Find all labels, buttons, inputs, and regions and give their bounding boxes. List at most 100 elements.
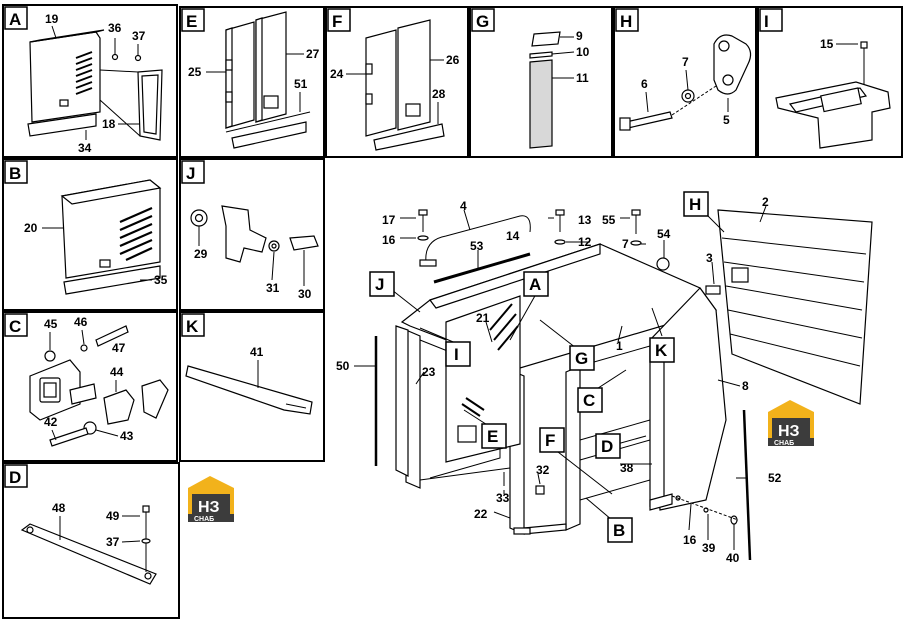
part-number: 30 (298, 287, 312, 301)
part-number: 51 (294, 77, 308, 91)
part-number: 29 (194, 247, 208, 261)
callout-letter: I (454, 345, 459, 364)
part-number: 37 (132, 29, 146, 43)
part-number: 6 (641, 77, 648, 91)
callout-letter: G (575, 349, 588, 368)
panel-B: B 20 35 (2, 158, 178, 311)
panel-C: C 45 46 47 44 42 43 (2, 311, 178, 462)
logo-bottom-text: СНАБ (774, 440, 794, 447)
panel-letter: A (9, 10, 21, 29)
part-number: 28 (432, 87, 446, 101)
part-number: 36 (108, 21, 122, 35)
part-number: 49 (106, 509, 120, 523)
callout-box: B (607, 517, 633, 543)
part-number: 11 (576, 71, 589, 85)
callout-box: A (523, 271, 549, 297)
panel-letter: G (476, 12, 489, 31)
part-number: 4 (460, 199, 467, 213)
part-number: 16 (683, 533, 697, 547)
callout-box: H (683, 191, 709, 217)
panel-H: H 6 7 5 (613, 6, 757, 158)
part-number: 47 (112, 341, 126, 355)
part-number: 34 (78, 141, 92, 155)
part-number: 5 (723, 113, 730, 127)
logo-top-text: НЗ (198, 499, 220, 516)
panel-K: K 41 (179, 311, 325, 462)
callout-letter: C (583, 391, 595, 410)
callout-letter: F (545, 431, 555, 450)
part-number: 24 (330, 67, 344, 81)
part-number: 21 (476, 311, 490, 325)
part-number: 2 (762, 195, 769, 209)
part-number: 3 (706, 251, 713, 265)
part-number: 18 (102, 117, 116, 131)
part-number: 26 (446, 53, 460, 67)
callout-box: D (595, 433, 621, 459)
callout-letter: E (487, 427, 498, 446)
panel-letter: K (186, 317, 199, 336)
part-number: 7 (682, 55, 689, 69)
part-number: 14 (506, 229, 520, 243)
panel-letter: H (620, 12, 632, 31)
part-number: 40 (726, 551, 740, 565)
part-number: 52 (768, 471, 782, 485)
brand-logo: НЗ СНАБ (188, 476, 234, 523)
part-number: 35 (154, 273, 168, 287)
part-number: 9 (576, 29, 583, 43)
callout-box: E (481, 423, 507, 449)
callout-letter: K (655, 341, 668, 360)
part-number: 48 (52, 501, 66, 515)
brand-logo: НЗ СНАБ (768, 400, 814, 447)
main-part-numbers: 17 16 4 53 14 13 12 55 7 54 2 3 21 1 50 … (336, 195, 782, 565)
panel-G: G 9 10 11 (469, 6, 613, 158)
part-number: 17 (382, 213, 396, 227)
panel-letter: I (764, 12, 769, 31)
part-number: 25 (188, 65, 202, 79)
part-number: 37 (106, 535, 120, 549)
callout-box: K (649, 337, 675, 363)
part-number: 39 (702, 541, 716, 555)
part-number: 44 (110, 365, 124, 379)
part-number: 8 (742, 379, 749, 393)
panel-letter: J (186, 164, 195, 183)
panel-E: E 25 27 51 (179, 6, 325, 158)
part-number: 22 (474, 507, 488, 521)
part-number: 31 (266, 281, 280, 295)
panel-A: A 19 36 37 18 34 (2, 4, 178, 158)
part-number: 19 (45, 12, 59, 26)
main-callouts: J A I G K H C E F D B (369, 191, 709, 543)
callout-letter: J (375, 275, 384, 294)
part-number: 13 (578, 213, 592, 227)
part-number: 7 (622, 237, 629, 251)
part-number: 43 (120, 429, 134, 443)
callout-box: G (569, 345, 595, 371)
callout-box: C (577, 387, 603, 413)
panel-letter: E (186, 12, 197, 31)
part-number: 46 (74, 315, 88, 329)
part-number: 12 (578, 235, 592, 249)
panel-F: F 24 26 28 (325, 6, 469, 158)
part-number: 55 (602, 213, 616, 227)
cab-assembly (354, 205, 873, 561)
callout-letter: H (689, 195, 701, 214)
part-number: 42 (44, 415, 58, 429)
panel-letter: B (9, 164, 21, 183)
part-number: 45 (44, 317, 58, 331)
part-number: 32 (536, 463, 550, 477)
part-number: 50 (336, 359, 350, 373)
part-number: 33 (496, 491, 510, 505)
panel-letter: F (332, 12, 342, 31)
callout-box: I (445, 341, 471, 367)
part-number: 16 (382, 233, 396, 247)
part-number: 27 (306, 47, 320, 61)
part-number: 10 (576, 45, 590, 59)
logo-bottom-text: СНАБ (194, 516, 214, 523)
callout-box: J (369, 271, 395, 297)
panel-I: I 15 (757, 6, 903, 158)
part-number: 53 (470, 239, 484, 253)
callout-letter: B (613, 521, 625, 540)
panel-letter: D (9, 468, 21, 487)
callout-letter: D (601, 437, 613, 456)
panel-J: J 29 31 30 (179, 158, 325, 311)
